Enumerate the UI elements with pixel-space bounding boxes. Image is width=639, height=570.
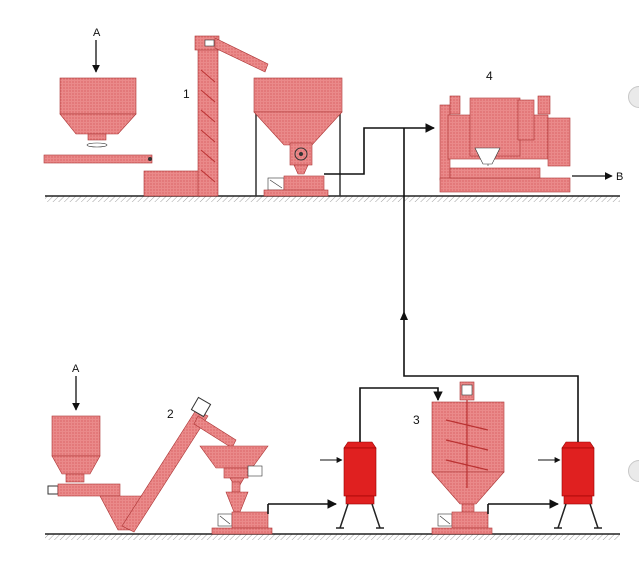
heater-right [538, 441, 602, 529]
output-arrow: B [572, 171, 623, 183]
bottom-ground [45, 533, 620, 540]
feed-arrow-top: A [92, 27, 101, 73]
unit-label-3: 3 [413, 413, 420, 427]
output-label: B [616, 171, 623, 183]
conveyor-top [43, 154, 153, 164]
heater-left [320, 441, 384, 529]
return-pipe [400, 128, 408, 372]
mixing-tank [431, 381, 505, 515]
unit-label-1: 1 [183, 87, 190, 101]
pump-bottom-left [211, 511, 273, 535]
feed-hopper-top [59, 77, 137, 148]
pump-bottom-right [431, 511, 493, 535]
feed-arrow-bottom: A [72, 363, 80, 411]
pump-top [263, 175, 329, 197]
feed-hopper-bottom [51, 415, 101, 483]
feed-label-bottom: A [72, 363, 80, 375]
small-mix-hopper [199, 445, 269, 513]
unit-label-2: 2 [167, 407, 174, 421]
screw-conveyor-bottom [47, 483, 121, 497]
storage-silo [253, 77, 343, 196]
unit-label-4: 4 [486, 69, 493, 83]
bucket-elevator [194, 35, 269, 197]
mill-machine [439, 95, 571, 193]
pipe-heater-to-tank [359, 387, 443, 442]
pipe-heater-return [403, 372, 579, 442]
inclined-screw-conveyor [121, 396, 237, 533]
pipe-to-mill [324, 123, 435, 175]
top-ground [45, 195, 620, 202]
feed-label-top: A [93, 27, 101, 39]
